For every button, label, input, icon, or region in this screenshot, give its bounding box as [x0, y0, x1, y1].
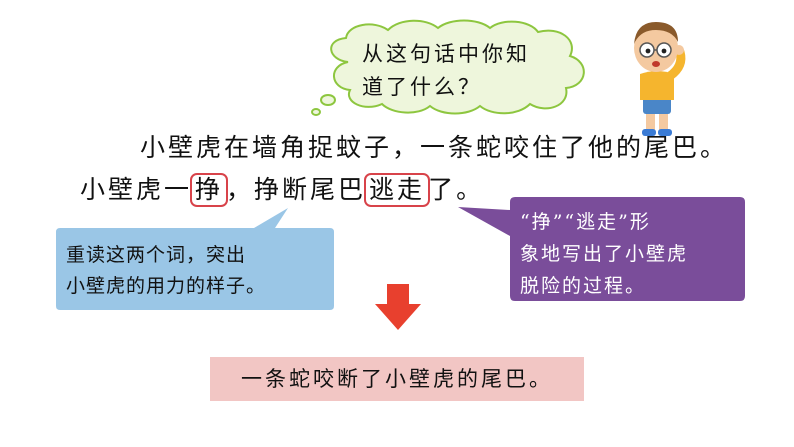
purple-callout-bubble: [458, 197, 745, 301]
sentence-line2-part1: 小壁虎一: [80, 175, 193, 204]
sentence-line1: 小壁虎在墙角捉蚊子，一条蛇咬住了他的尾巴。: [140, 133, 729, 162]
sentence-line2: 小壁虎一挣，挣断尾巴逃走了。: [80, 170, 484, 207]
purple-note-line3: 脱险的过程。: [520, 275, 647, 297]
blue-note-line2: 小壁虎的用力的样子。: [66, 275, 267, 297]
thinking-boy-illustration: [634, 22, 686, 136]
purple-note-line2: 象地写出了小壁虎: [520, 243, 689, 265]
thought-cloud: [311, 19, 585, 116]
sentence-line2-part3: 了。: [428, 175, 485, 204]
blue-note: 重读这两个词，突出 小壁虎的用力的样子。: [66, 240, 316, 302]
purple-note: “挣”“逃走”形 象地写出了小壁虎 脱险的过程。: [520, 206, 740, 302]
thought-bubble-line2: 道了什么？: [362, 75, 482, 99]
thought-bubble-line1: 从这句话中你知: [362, 42, 530, 66]
answer-box: 一条蛇咬断了小壁虎的尾巴。: [210, 357, 584, 401]
thought-bubble-text: 从这句话中你知 道了什么？: [362, 38, 572, 104]
sentence-line2-part2: ，挣断尾巴: [226, 175, 367, 204]
purple-note-line1: “挣”“逃走”形: [520, 211, 651, 233]
highlight-taozou: 逃走: [364, 173, 431, 207]
blue-callout-bubble: [56, 208, 334, 310]
down-arrow-icon: [375, 284, 421, 330]
blue-note-line1: 重读这两个词，突出: [66, 244, 247, 266]
highlight-zheng: 挣: [190, 173, 229, 207]
